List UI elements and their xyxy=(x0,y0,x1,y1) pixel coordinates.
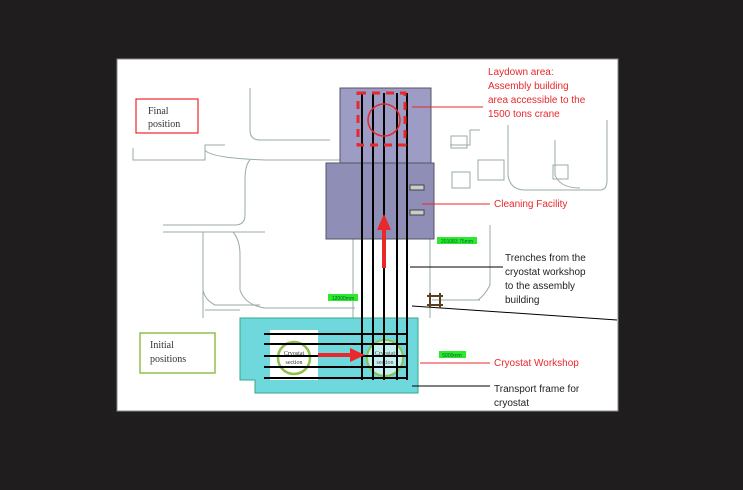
trenches-text: Trenches from the xyxy=(505,253,586,264)
cryostat-workshop-label: Cryostat Workshop xyxy=(494,358,579,369)
road-network xyxy=(132,88,608,318)
laydown-annotation: Laydown area: Assembly building area acc… xyxy=(488,67,586,120)
cryostat-section-label: Cryostat xyxy=(284,351,305,357)
cryostat-section-label: Cryostat xyxy=(375,351,396,357)
trenches-annotation: Trenches from the cryostat workshop to t… xyxy=(505,253,586,306)
move-arrows xyxy=(318,214,391,362)
initial-positions-label: Initial xyxy=(150,340,174,351)
cleaning-facility-label: Cleaning Facility xyxy=(494,199,567,210)
cryostat-section-label: section xyxy=(286,360,303,366)
initial-positions-box xyxy=(139,332,216,374)
cryostat-section-initial xyxy=(276,340,312,376)
trenches-text: cryostat workshop xyxy=(505,267,586,278)
trenches xyxy=(264,93,408,380)
trenches-text: to the assembly xyxy=(505,281,575,292)
dimension-tag: 12000mm xyxy=(332,296,354,302)
trenches-text: building xyxy=(505,295,539,306)
crane-circle xyxy=(367,103,401,137)
final-position-label: position xyxy=(148,119,180,130)
laydown-text: Laydown area: xyxy=(488,67,554,78)
dimension-tags: 201083.75mm 12000mm 5000mm xyxy=(328,237,477,359)
callout-lines xyxy=(410,106,618,387)
laydown-text: 1500 tons crane xyxy=(488,109,560,120)
dimension-tag: 5000mm xyxy=(442,353,461,359)
final-position-box xyxy=(135,98,199,134)
dimension-tag: 201083.75mm xyxy=(441,239,473,245)
transport-frame-label: Transport frame for xyxy=(494,384,580,395)
laydown-text: Assembly building xyxy=(488,81,569,92)
final-position-label: Final xyxy=(148,106,169,117)
assembly-building xyxy=(325,87,435,240)
transport-frame-label: cryostat xyxy=(494,398,529,409)
laydown-text: area accessible to the xyxy=(488,95,586,106)
laydown-area-outline xyxy=(356,91,407,147)
initial-positions-label: positions xyxy=(150,354,186,365)
transport-frame-icon xyxy=(427,293,443,308)
